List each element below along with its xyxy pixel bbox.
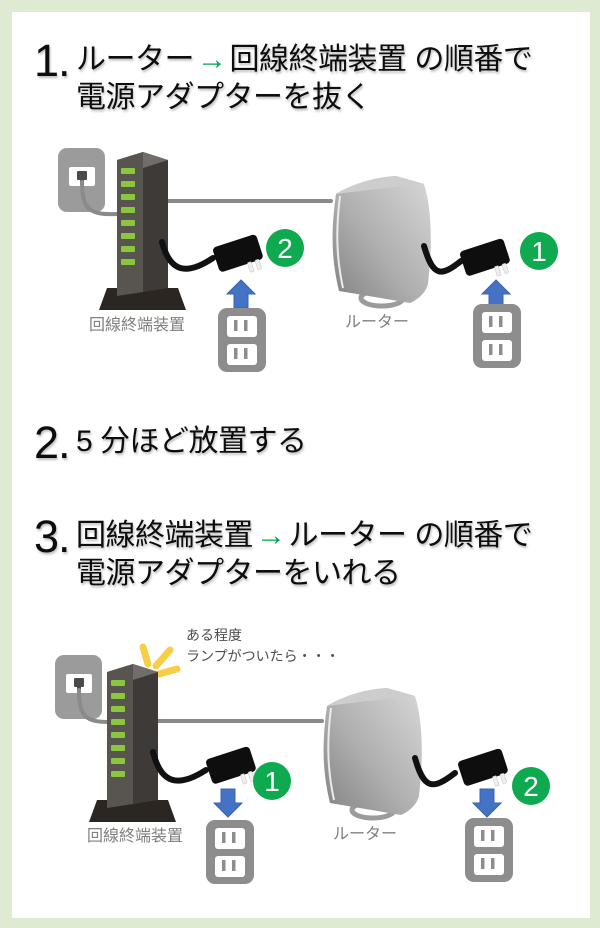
router-label: ルーター <box>333 825 397 843</box>
plug-arrow-router <box>472 788 502 818</box>
onu-order-badge <box>266 229 304 267</box>
router-device <box>333 176 431 306</box>
order-arrow-icon: → <box>256 519 286 552</box>
onu-order-number: 1 <box>264 766 280 797</box>
plug-arrow-onu <box>213 788 243 818</box>
order-arrow-icon: → <box>197 43 227 76</box>
router-power-cable <box>421 243 464 275</box>
unplug-arrow-router <box>481 279 511 309</box>
optical-cable <box>77 688 112 724</box>
step-1-number: 1. <box>34 35 71 86</box>
router-label: ルーター <box>345 313 409 331</box>
onu-device <box>99 152 186 310</box>
router-order-number: 2 <box>523 771 539 802</box>
router-order-number: 1 <box>531 236 547 267</box>
router-device <box>324 688 422 818</box>
onu-outlet <box>206 820 254 884</box>
step-1-line-1: ルーター→回線終端装置 の順番で <box>76 43 533 76</box>
step-3-line-2: 電源アダプターをいれる <box>76 557 401 590</box>
optical-wall-jack <box>55 655 102 719</box>
optical-wall-jack <box>58 148 105 212</box>
router-order-badge <box>520 232 558 270</box>
onu-power-cable <box>159 239 216 272</box>
router-power-adapter <box>456 747 512 796</box>
diagram-unplug: 2 1 回線終端装置 ルーター <box>58 148 558 372</box>
step-2-line-1: 5 分ほど放置する <box>76 425 307 458</box>
onu-label: 回線終端装置 <box>87 827 183 845</box>
step-3-number: 3. <box>34 511 71 562</box>
step-3-line-1: 回線終端装置→ルーター の順番で <box>76 519 533 552</box>
lamp-sparkle-icon <box>139 643 181 678</box>
onu-label: 回線終端装置 <box>89 316 185 334</box>
optical-cable <box>80 180 119 217</box>
onu-power-adapter <box>211 233 267 282</box>
step-2-number: 2. <box>34 417 71 468</box>
router-outlet <box>465 818 513 882</box>
diagram-plugin: ある程度 ランプがついたら・・・ 1 2 <box>55 627 550 884</box>
step-1: 1. ルーター→回線終端装置 の順番で 電源アダプターを抜く <box>34 35 533 117</box>
onu-device <box>89 664 176 822</box>
onu-order-badge <box>253 762 291 800</box>
lamp-note-line1: ある程度 <box>186 627 242 643</box>
lamp-note-line2: ランプがついたら・・・ <box>186 648 340 664</box>
unplug-arrow-onu <box>226 279 256 309</box>
step-2: 2. 5 分ほど放置する <box>34 420 307 465</box>
router-order-badge <box>512 767 550 805</box>
step-1-line-2: 電源アダプターを抜く <box>76 81 372 114</box>
onu-power-adapter <box>204 745 260 794</box>
onu-outlet <box>218 308 266 372</box>
router-outlet <box>473 304 521 368</box>
step-3: 3. 回線終端装置→ルーター の順番で 電源アダプターをいれる <box>34 511 533 593</box>
router-power-cable <box>412 755 458 788</box>
onu-power-cable <box>150 749 209 784</box>
onu-order-number: 2 <box>277 233 293 264</box>
router-power-adapter <box>458 237 514 286</box>
